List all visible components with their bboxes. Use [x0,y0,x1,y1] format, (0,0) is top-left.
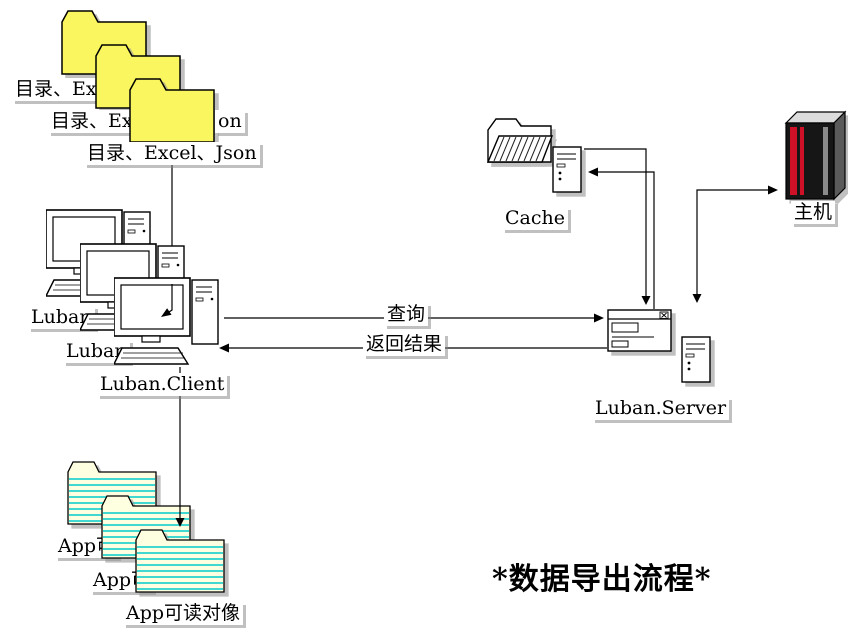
query-edge-label: 查询 [384,303,429,326]
client-pc-icon [114,277,219,365]
host-label: 主机 [791,201,836,224]
connector-server-to-cache [597,171,655,309]
readable-object-doc-icon [135,529,225,593]
hatch-pattern [493,136,547,162]
client-stack-label-front: Luban.Client [97,373,228,396]
arrowhead-right-icon [768,185,778,195]
cache-label: Cache [502,207,568,230]
doc-stack-label-front: App可读对像 [123,602,244,625]
client-stack-label-back: Luban [28,306,95,329]
server-window-icon [607,309,672,352]
server-label: Luban.Server [592,397,730,420]
mainframe-icon [784,110,847,201]
export-folder-icon [129,78,215,143]
folder-stack-label-front: 目录、Excel、Json [84,142,260,165]
server-tower-icon [681,336,711,383]
diagram-title: *数据导出流程* [492,562,712,597]
folder-stack-label-mid: 目录、Ex [48,110,136,133]
client-stack-label-mid: Luban [63,340,130,363]
connector-host-server [696,189,769,294]
arrowhead-left-icon [588,167,598,177]
folder-stack-label-back: 目录、Ex [12,78,100,101]
result-edge-label: 返回结果 [363,333,446,356]
folder-stack-label-mid-tail: on [215,110,245,133]
arrowhead-down-icon [641,296,651,305]
cache-folder-icon [486,118,554,163]
arrowhead-down-icon [692,294,702,303]
cache-server-tower-icon [552,146,582,193]
arrowhead-right-icon [594,313,604,323]
connector-cache-to-server [584,148,647,296]
